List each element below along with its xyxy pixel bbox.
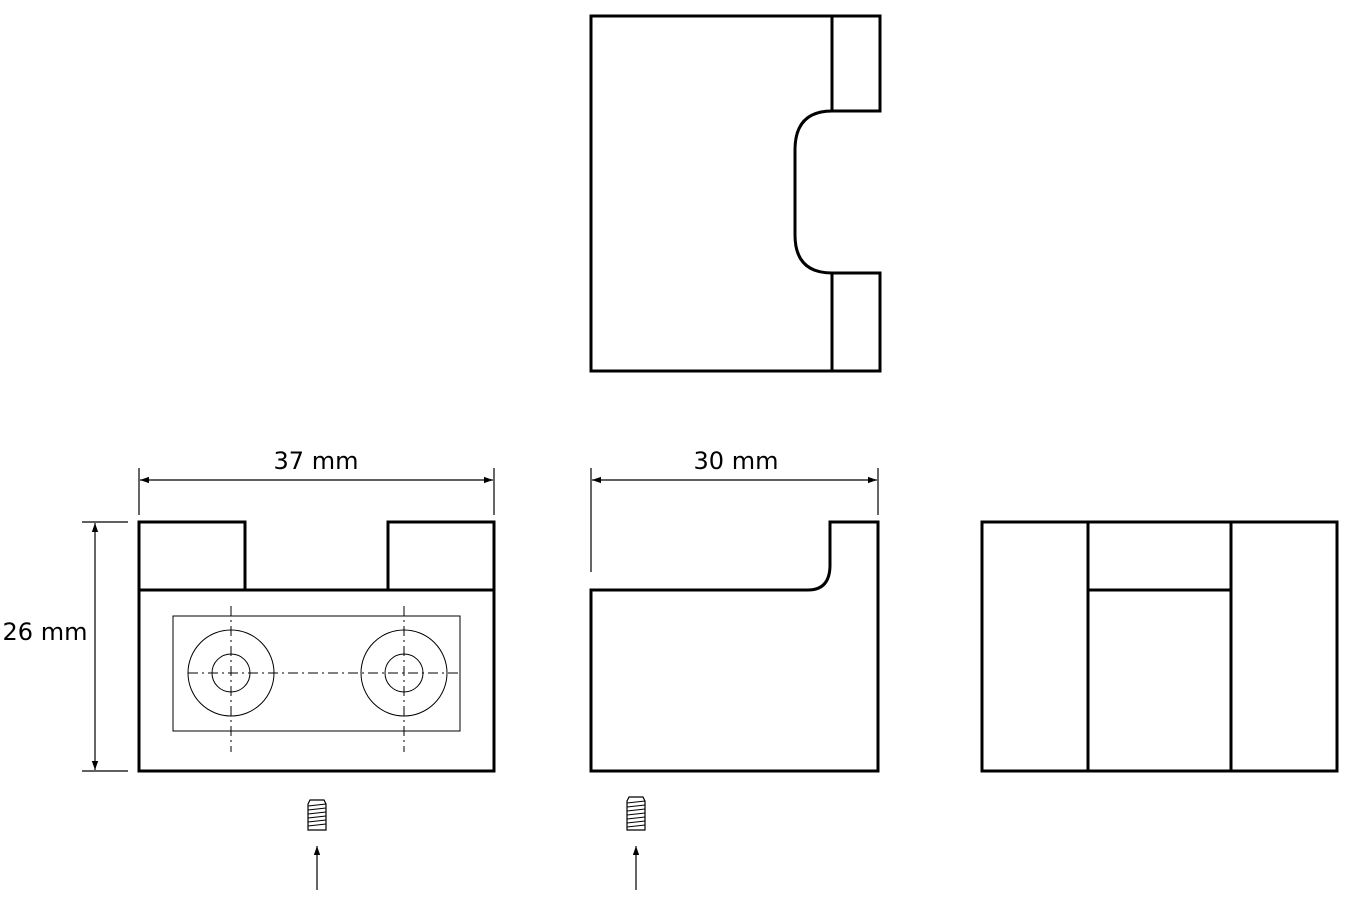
- width-label: 37 mm: [274, 447, 359, 475]
- front-view: [137, 520, 496, 773]
- set-screw-icon: [307, 799, 327, 831]
- depth-label: 30 mm: [694, 447, 779, 475]
- depth-dimension: 30 mm: [590, 447, 879, 572]
- back-view: [980, 520, 1339, 773]
- height-dimension: 26 mm: [3, 521, 128, 772]
- mounting-plate: [172, 606, 461, 752]
- height-label: 26 mm: [3, 618, 88, 646]
- set-screw-icon: [626, 796, 646, 831]
- side-view: [589, 520, 880, 773]
- width-dimension: 37 mm: [138, 447, 495, 515]
- top-view: [589, 14, 882, 373]
